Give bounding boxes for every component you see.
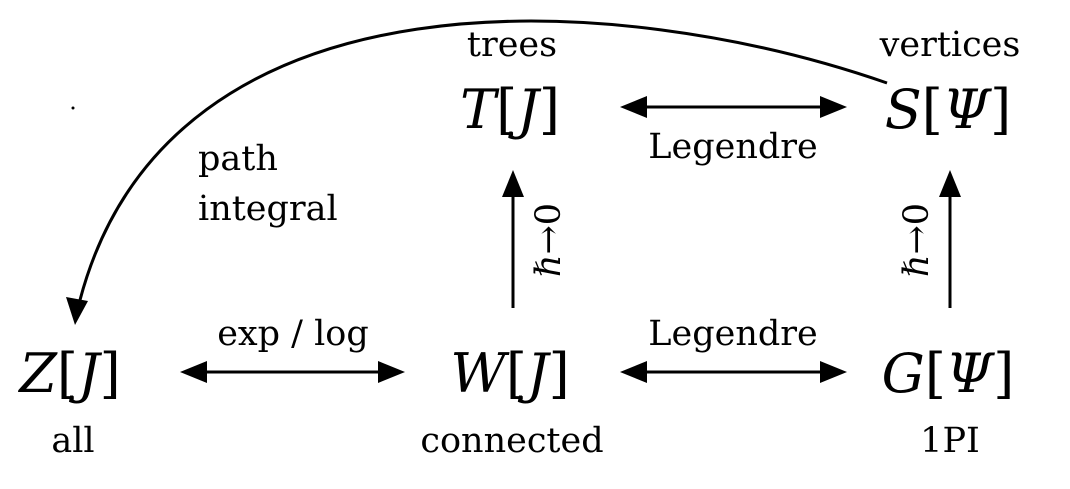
node-w-caption: connected — [420, 421, 603, 461]
edge-w-g: Legendre — [620, 314, 847, 383]
edge-t-s-label: Legendre — [648, 127, 817, 167]
edge-t-s: Legendre — [620, 96, 847, 167]
edge-z-w: exp / log — [180, 314, 405, 383]
edge-w-t: ℏ→0 — [502, 170, 569, 308]
node-g: G[Ψ] 1PI — [882, 342, 1015, 461]
edge-z-w-label: exp / log — [217, 314, 369, 354]
node-t-formula: T[J] — [460, 78, 560, 141]
edge-w-g-arrowhead-left — [620, 361, 647, 383]
edge-s-z-curve — [78, 19, 888, 301]
edge-z-w-arrowhead-left — [180, 361, 207, 383]
edge-t-s-arrowhead-right — [820, 96, 847, 118]
edge-w-g-label: Legendre — [648, 314, 817, 354]
node-s-formula: S[Ψ] — [885, 78, 1012, 141]
edge-s-z-arrowhead — [66, 297, 88, 325]
node-s-caption: vertices — [879, 25, 1021, 65]
node-w-formula: W[J] — [450, 342, 569, 405]
node-z-caption: all — [51, 421, 94, 461]
node-w: W[J] connected — [420, 342, 603, 461]
edge-w-g-arrowhead-right — [820, 361, 847, 383]
edge-g-s-label: ℏ→0 — [897, 203, 937, 277]
node-z-formula: Z[J] — [17, 342, 120, 405]
node-t-caption: trees — [467, 25, 557, 65]
stray-dot — [71, 106, 75, 110]
edge-s-z-label-line2: integral — [198, 189, 338, 229]
edge-s-z-label-line1: path — [198, 139, 278, 179]
edge-g-s-arrowhead — [939, 170, 961, 197]
node-s: vertices S[Ψ] — [879, 25, 1021, 141]
node-g-formula: G[Ψ] — [882, 342, 1015, 405]
edge-w-t-label: ℏ→0 — [529, 203, 569, 277]
edge-t-s-arrowhead-left — [620, 96, 647, 118]
edge-g-s: ℏ→0 — [897, 170, 961, 308]
edge-s-z-label: path integral — [198, 139, 338, 229]
edge-s-z: path integral — [66, 19, 888, 325]
node-g-caption: 1PI — [920, 421, 980, 461]
edge-w-t-arrowhead — [502, 170, 524, 197]
edge-z-w-arrowhead-right — [378, 361, 405, 383]
node-t: trees T[J] — [460, 25, 560, 141]
node-z: Z[J] all — [17, 342, 120, 461]
